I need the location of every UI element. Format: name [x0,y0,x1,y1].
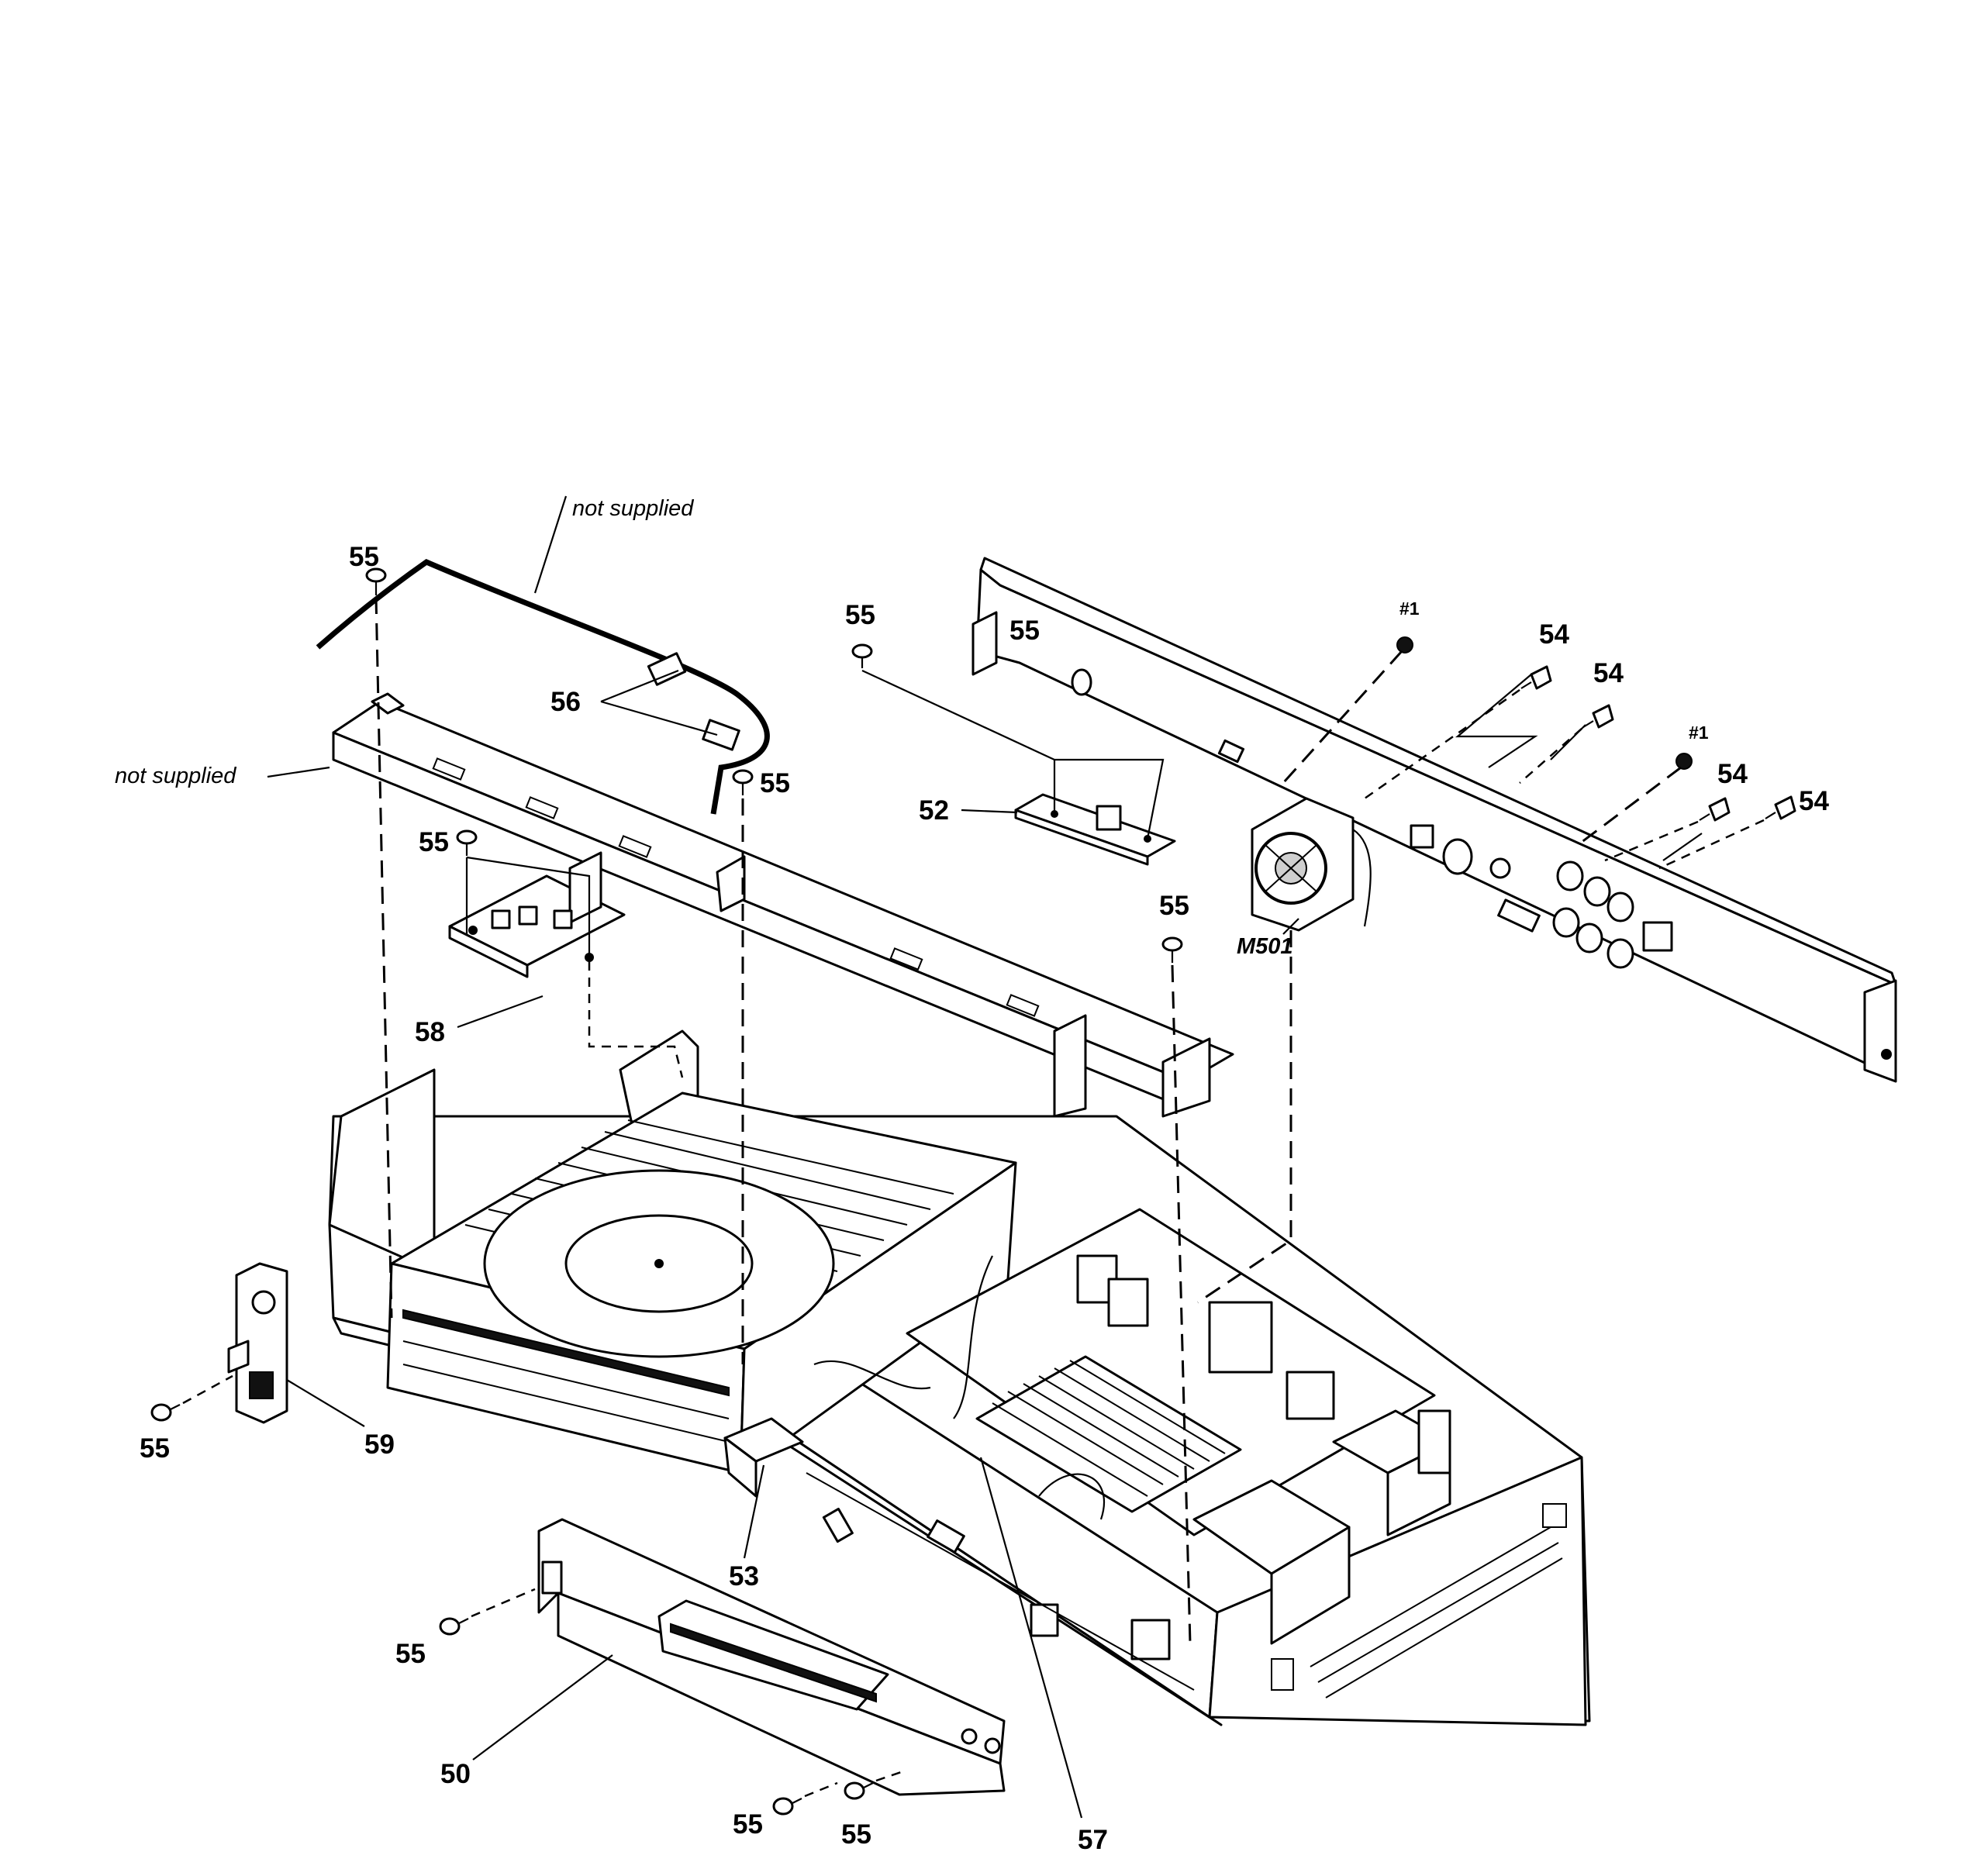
callout-54-d: 54 [1799,786,1829,816]
screw-54-d [1765,795,1796,820]
callout-55-bracket-right: 55 [1159,891,1189,921]
note-not-supplied-left: not supplied [115,764,236,788]
bracket-53 [723,1417,804,1498]
top-frame-bracket [332,692,1234,1118]
callout-53: 53 [729,1561,759,1591]
callout-56: 56 [550,687,581,717]
screw-top-left [365,567,387,595]
callout-50: 50 [440,1759,471,1789]
callout-55-cable-clamp: 55 [760,768,790,798]
callout-54-a: 54 [1539,619,1569,650]
callout-57: 57 [1078,1825,1108,1855]
callout-55-top-left: 55 [349,542,379,572]
board-59 [227,1262,288,1424]
screw-front-bottom-a [772,1797,802,1816]
screw-board-58 [456,829,478,856]
not-supplied-cable [316,495,770,815]
callout-55-front-bottom-a: 55 [733,1809,763,1840]
fan-label-m501: M501 [1237,934,1293,959]
screws [150,567,1796,1816]
board-58 [448,851,626,978]
cooling-fan [1251,797,1372,932]
note-not-supplied-top: not supplied [572,496,694,521]
callout-55-front-left: 55 [395,1639,426,1669]
screw-54-c [1699,797,1731,822]
callout-55-front-bottom-b: 55 [841,1819,871,1850]
board-52 [1014,793,1176,866]
assembly-lines [182,596,1765,1798]
callout-58: 58 [415,1017,445,1047]
callout-54-c: 54 [1717,759,1748,789]
ref-1-lower: #1 [1689,722,1709,743]
callout-59: 59 [364,1429,395,1460]
callout-55-left-bracket: 55 [140,1433,170,1464]
leader-lines [267,669,1703,1819]
front-vents [1271,1503,1567,1698]
screw-front-left [439,1617,469,1636]
screw-left-bracket [150,1403,181,1422]
ref-1-upper: #1 [1399,598,1420,619]
callouts: 55 56 55 55 58 55 55 52 55 54 54 54 54 5… [115,496,1829,1855]
callout-54-b: 54 [1593,658,1624,688]
screw-bracket-right [1161,936,1183,963]
rear-panel [971,557,1897,1083]
screw-board-52 [851,643,873,668]
screw-front-bottom-b [844,1781,874,1800]
screw-54-b [1582,704,1614,729]
callout-55-rear-panel: 55 [1009,616,1040,646]
screw-ref1-upper [1396,636,1413,653]
main-board-57 [813,1208,1451,1645]
screw-ref1-lower [1675,753,1693,770]
front-board-50 [537,1518,1006,1796]
callout-55-board58: 55 [419,827,449,857]
callout-55-board52: 55 [845,600,875,630]
screw-54-a [1520,665,1552,690]
callout-52: 52 [919,795,949,826]
screw-cable-clamp [732,769,754,795]
heatsink [975,1355,1242,1513]
